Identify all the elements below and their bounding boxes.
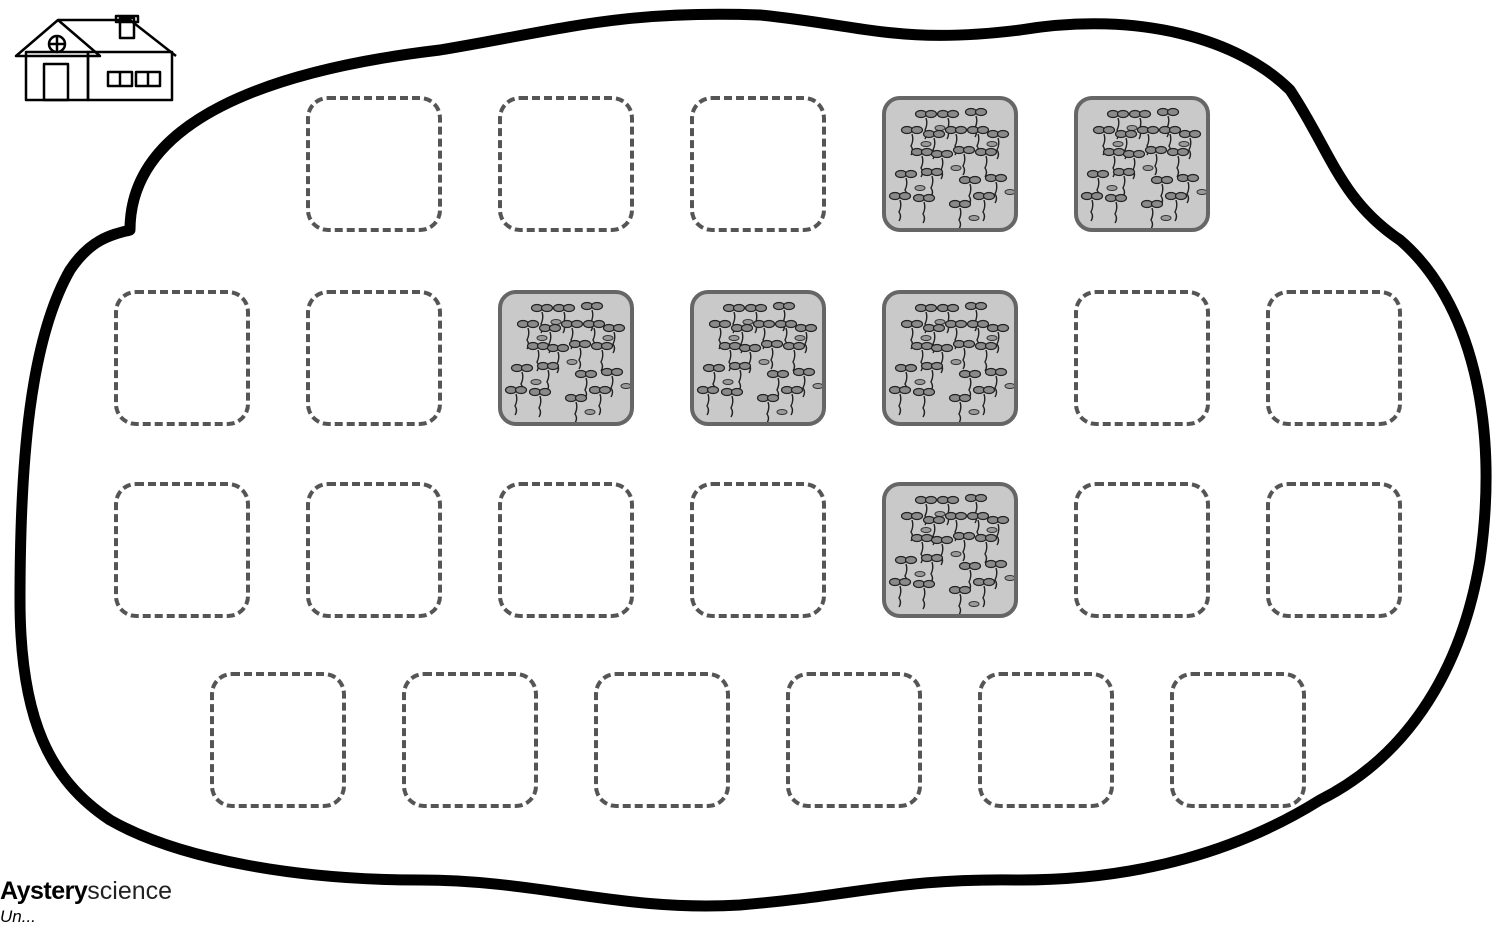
brand-logo-light: science	[87, 877, 172, 905]
plot-planted[interactable]	[690, 290, 826, 426]
brand-logo-bold: Aystery	[0, 877, 87, 905]
plot-empty[interactable]	[498, 482, 634, 618]
plot-empty[interactable]	[306, 290, 442, 426]
plot-empty[interactable]	[1074, 290, 1210, 426]
plant-patch-icon	[694, 294, 822, 422]
plot-empty[interactable]	[306, 96, 442, 232]
plant-patch-icon	[886, 100, 1014, 228]
plot-planted[interactable]	[498, 290, 634, 426]
plot-empty[interactable]	[1170, 672, 1306, 808]
plot-empty[interactable]	[690, 96, 826, 232]
plot-empty[interactable]	[978, 672, 1114, 808]
plant-patch-icon	[1078, 100, 1206, 228]
house-icon	[10, 14, 180, 106]
plant-patch-icon	[886, 486, 1014, 614]
plot-empty[interactable]	[1074, 482, 1210, 618]
plot-empty[interactable]	[498, 96, 634, 232]
plant-patch-icon	[886, 294, 1014, 422]
plant-patch-icon	[502, 294, 630, 422]
plot-planted[interactable]	[882, 290, 1018, 426]
plot-empty[interactable]	[1266, 290, 1402, 426]
plot-planted[interactable]	[882, 482, 1018, 618]
brand-tagline: Un...	[0, 907, 36, 927]
plot-empty[interactable]	[690, 482, 826, 618]
plot-empty[interactable]	[594, 672, 730, 808]
plot-empty[interactable]	[402, 672, 538, 808]
plot-empty[interactable]	[210, 672, 346, 808]
plot-empty[interactable]	[786, 672, 922, 808]
plot-empty[interactable]	[1266, 482, 1402, 618]
plot-empty[interactable]	[306, 482, 442, 618]
plot-planted[interactable]	[882, 96, 1018, 232]
plot-empty[interactable]	[114, 290, 250, 426]
brand-logo: Aysteryscience	[0, 876, 172, 906]
plot-empty[interactable]	[114, 482, 250, 618]
plot-planted[interactable]	[1074, 96, 1210, 232]
